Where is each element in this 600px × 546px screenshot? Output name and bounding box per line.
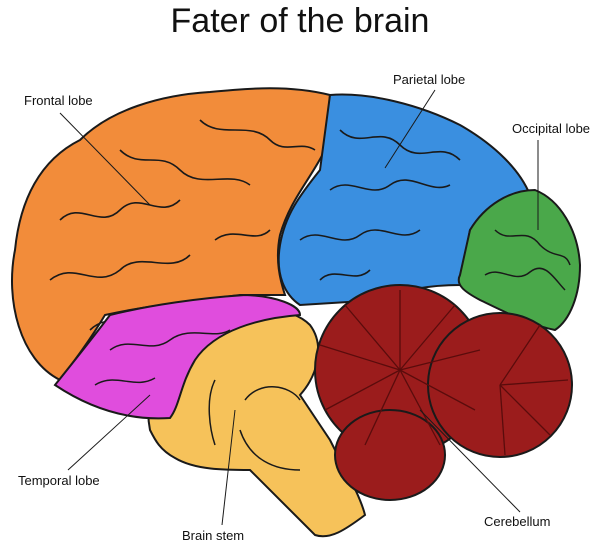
label-parietal-lobe: Parietal lobe [393,72,466,87]
label-frontal-lobe: Frontal lobe [24,93,93,108]
label-occipital-lobe: Occipital lobe [512,121,591,136]
label-temporal-lobe: Temporal lobe [18,473,100,488]
label-cerebellum: Cerebellum [484,514,551,529]
label-brain-stem: Brain stem [182,528,245,543]
cerebellum-region [314,284,573,501]
diagram-title: Fater of the brain [170,2,430,40]
occipital-lobe-region [457,188,582,332]
temporal-lobe-region [53,293,302,420]
leader-lines [59,89,539,526]
